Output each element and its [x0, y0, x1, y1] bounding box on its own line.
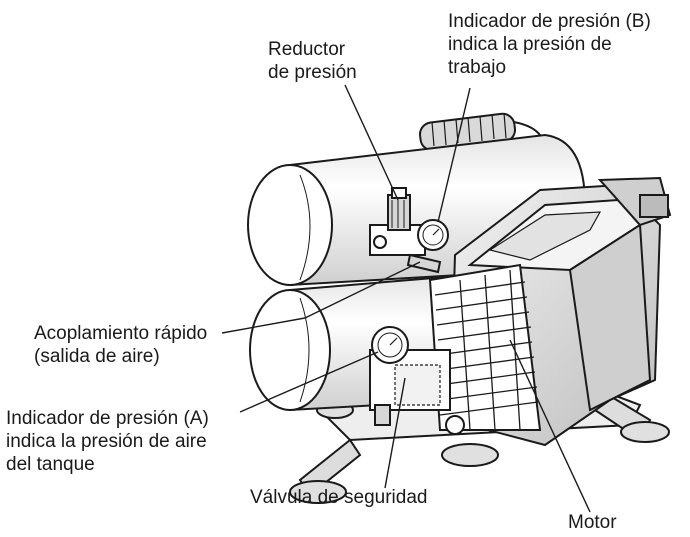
regulator-assembly — [369, 187, 449, 274]
label-motor: Motor — [568, 511, 617, 534]
leader-valvula — [384, 377, 406, 489]
label-reductor-line-2: de presión — [268, 62, 357, 83]
label-acoplamiento-line-1: Acoplamiento rápido — [34, 323, 208, 344]
label-indicador-a-line-2: indica la presión de aire — [6, 431, 207, 452]
label-indicador-a: Indicador de presión (A) indica la presi… — [6, 407, 209, 476]
label-acoplamiento-line-2: (salida de aire) — [34, 346, 160, 367]
leader-reductor — [344, 84, 399, 201]
label-motor-line-1: Motor — [568, 512, 617, 533]
leader-lines — [221, 84, 591, 513]
leader-motor — [509, 339, 591, 513]
label-reductor: Reductor de presión — [268, 38, 357, 84]
label-indicador-b: Indicador de presión (B) indica la presi… — [448, 10, 651, 79]
label-indicador-b-line-2: indica la presión de — [448, 34, 612, 55]
label-indicador-b-line-3: trabajo — [448, 57, 507, 78]
label-valvula-line-1: Válvula de seguridad — [250, 487, 428, 508]
leader-indicador-b — [437, 87, 471, 223]
label-indicador-a-line-3: del tanque — [6, 454, 95, 475]
label-reductor-line-1: Reductor — [268, 39, 346, 60]
label-valvula: Válvula de seguridad — [250, 486, 427, 509]
tank-gauge-assembly — [369, 326, 465, 435]
leader-indicador-a — [239, 351, 379, 413]
leader-acoplamiento — [221, 317, 306, 334]
label-indicador-a-line-1: Indicador de presión (A) — [6, 408, 209, 429]
label-acoplamiento: Acoplamiento rápido (salida de aire) — [34, 322, 207, 368]
label-indicador-b-line-1: Indicador de presión (B) — [448, 11, 651, 32]
leader-acoplamiento-2 — [304, 261, 421, 319]
